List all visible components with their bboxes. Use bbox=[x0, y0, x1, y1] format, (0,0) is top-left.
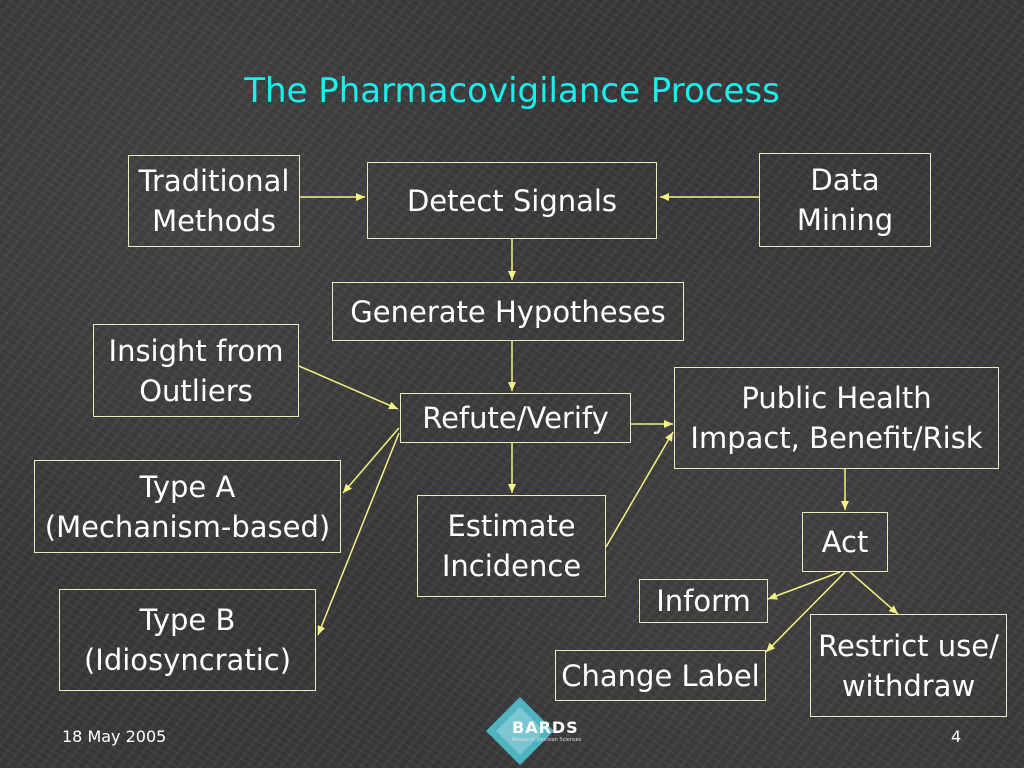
box-public-health-line2: Impact, Benefit/Risk bbox=[690, 421, 983, 455]
box-type-a-line2: (Mechanism-based) bbox=[44, 509, 331, 544]
box-detect-signals-line1: Detect Signals bbox=[406, 183, 618, 218]
footer-date: 18 May 2005 bbox=[62, 727, 167, 746]
box-type-a: Type A (Mechanism-based) bbox=[34, 460, 341, 553]
box-estimate-incidence-line1: Estimate bbox=[447, 509, 576, 543]
box-traditional-methods-line2: Methods bbox=[152, 204, 276, 238]
arrow-estimate-to-publichealth bbox=[605, 431, 674, 548]
box-refute-verify: Refute/Verify bbox=[400, 393, 631, 443]
arrow-act-to-changelabel bbox=[765, 571, 846, 653]
box-change-label-line1: Change Label bbox=[561, 658, 760, 693]
box-data-mining-line2: Mining bbox=[796, 203, 894, 237]
box-estimate-incidence: Estimate Incidence bbox=[417, 495, 606, 597]
box-act: Act bbox=[802, 512, 888, 572]
box-estimate-incidence-line2: Incidence bbox=[441, 549, 582, 583]
box-type-a-line1: Type A bbox=[139, 469, 236, 504]
box-data-mining: Data Mining bbox=[759, 153, 931, 247]
box-restrict-use: Restrict use/ withdraw bbox=[810, 614, 1007, 717]
logo-tagline: Research Decision Sciences bbox=[512, 737, 582, 743]
box-restrict-use-line1: Restrict use/ bbox=[818, 628, 999, 663]
arrow-act-to-inform bbox=[767, 571, 841, 600]
box-type-b-line2: (Idiosyncratic) bbox=[83, 643, 292, 677]
box-change-label: Change Label bbox=[555, 650, 766, 701]
box-inform-line1: Inform bbox=[656, 584, 751, 618]
box-detect-signals: Detect Signals bbox=[367, 162, 657, 239]
box-refute-verify-line1: Refute/Verify bbox=[422, 401, 609, 435]
box-inform: Inform bbox=[639, 579, 768, 623]
box-type-b: Type B (Idiosyncratic) bbox=[59, 589, 316, 691]
box-insight-outliers-line2: Outliers bbox=[139, 373, 253, 408]
box-data-mining-line1: Data bbox=[810, 163, 880, 197]
arrow-act-to-restrict bbox=[849, 571, 899, 615]
box-insight-outliers: Insight from Outliers bbox=[93, 324, 299, 417]
logo-text: BARDS bbox=[512, 718, 579, 737]
box-generate-hypotheses-line1: Generate Hypotheses bbox=[350, 294, 666, 329]
box-type-b-line1: Type B bbox=[139, 603, 236, 637]
arrow-refute-to-typea bbox=[342, 427, 400, 494]
box-insight-outliers-line1: Insight from bbox=[108, 333, 284, 368]
bards-logo-icon bbox=[486, 697, 554, 765]
box-traditional-methods: Traditional Methods bbox=[128, 155, 300, 247]
arrow-refute-to-typeb bbox=[317, 432, 400, 636]
box-generate-hypotheses: Generate Hypotheses bbox=[332, 282, 684, 341]
slide-title: The Pharmacovigilance Process bbox=[244, 71, 780, 111]
box-restrict-use-line2: withdraw bbox=[841, 668, 976, 703]
box-traditional-methods-line1: Traditional bbox=[138, 164, 290, 198]
box-public-health-line1: Public Health bbox=[741, 381, 932, 415]
box-act-line1: Act bbox=[821, 525, 869, 559]
box-public-health: Public Health Impact, Benefit/Risk bbox=[674, 367, 999, 469]
arrow-outliers-to-refute bbox=[298, 365, 399, 410]
page-number: 4 bbox=[951, 727, 962, 746]
